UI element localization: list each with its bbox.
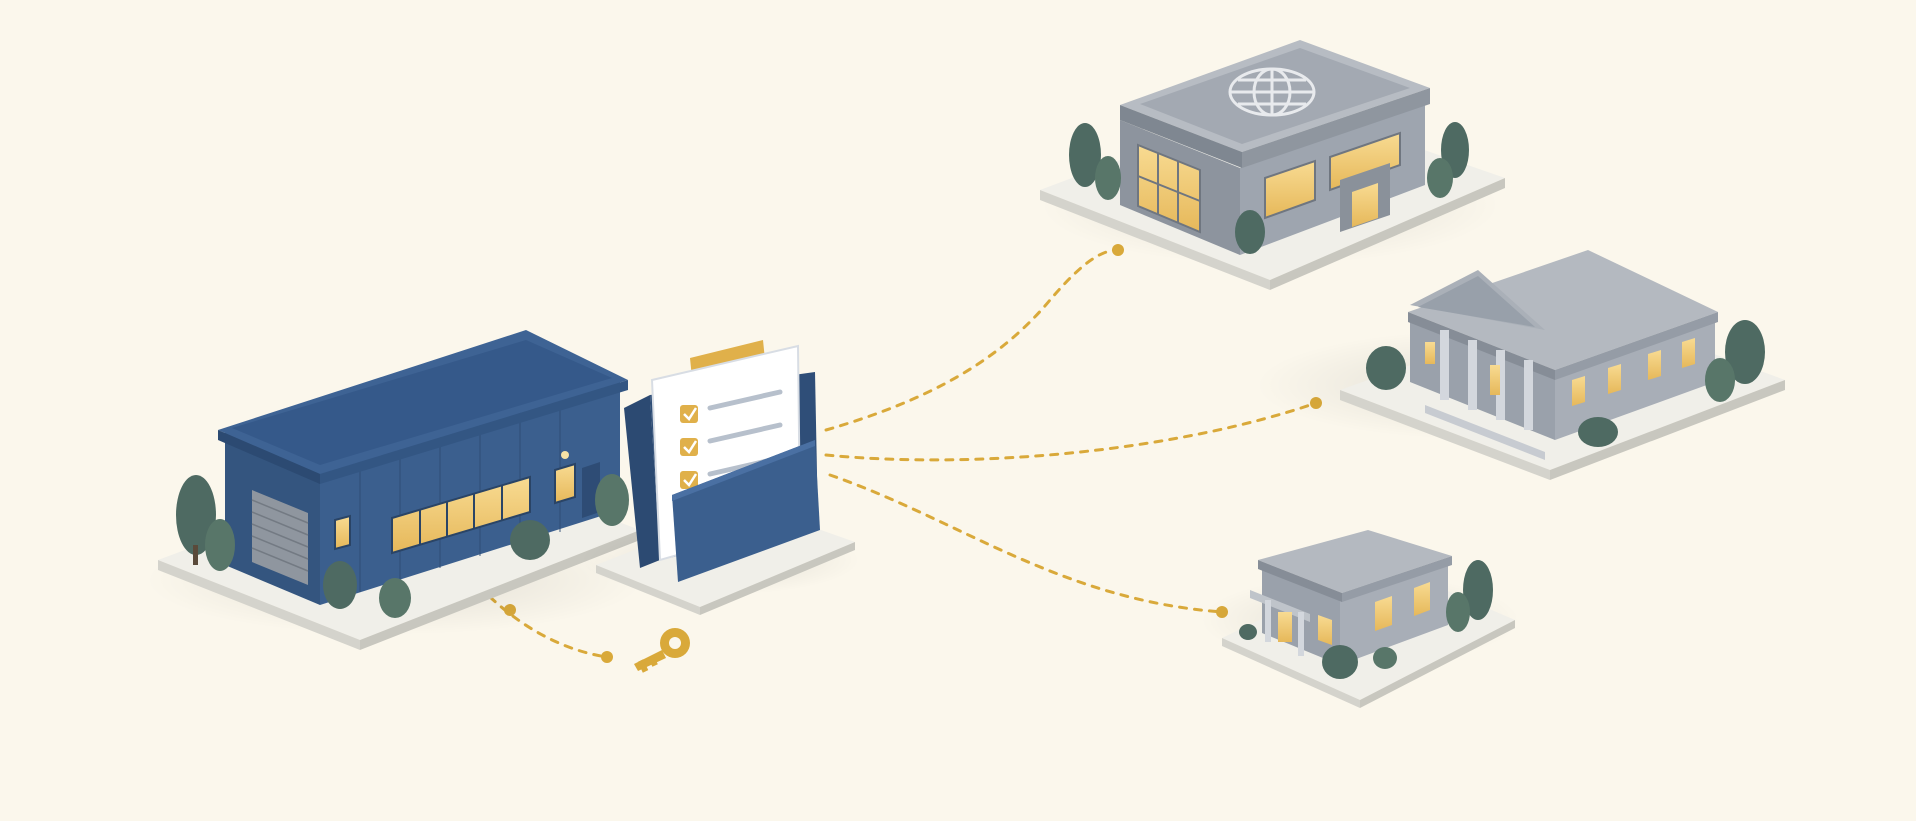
connector-dot bbox=[601, 651, 613, 663]
tree-icon bbox=[1239, 560, 1493, 679]
connector-folder-courthouse bbox=[824, 401, 1318, 462]
courthouse-icon bbox=[1255, 250, 1785, 480]
warehouse-icon bbox=[145, 330, 645, 650]
connector-folder-small-office bbox=[828, 473, 1224, 614]
tree-icon bbox=[1366, 320, 1765, 447]
global-office-icon bbox=[1040, 40, 1505, 290]
tree-icon bbox=[176, 474, 629, 618]
tree-icon bbox=[1069, 122, 1469, 254]
office-icon bbox=[1200, 530, 1520, 708]
folder-icon bbox=[580, 340, 860, 615]
globe-icon bbox=[1228, 67, 1316, 117]
connector-folder-global-office bbox=[824, 248, 1120, 432]
key-icon bbox=[634, 628, 690, 673]
